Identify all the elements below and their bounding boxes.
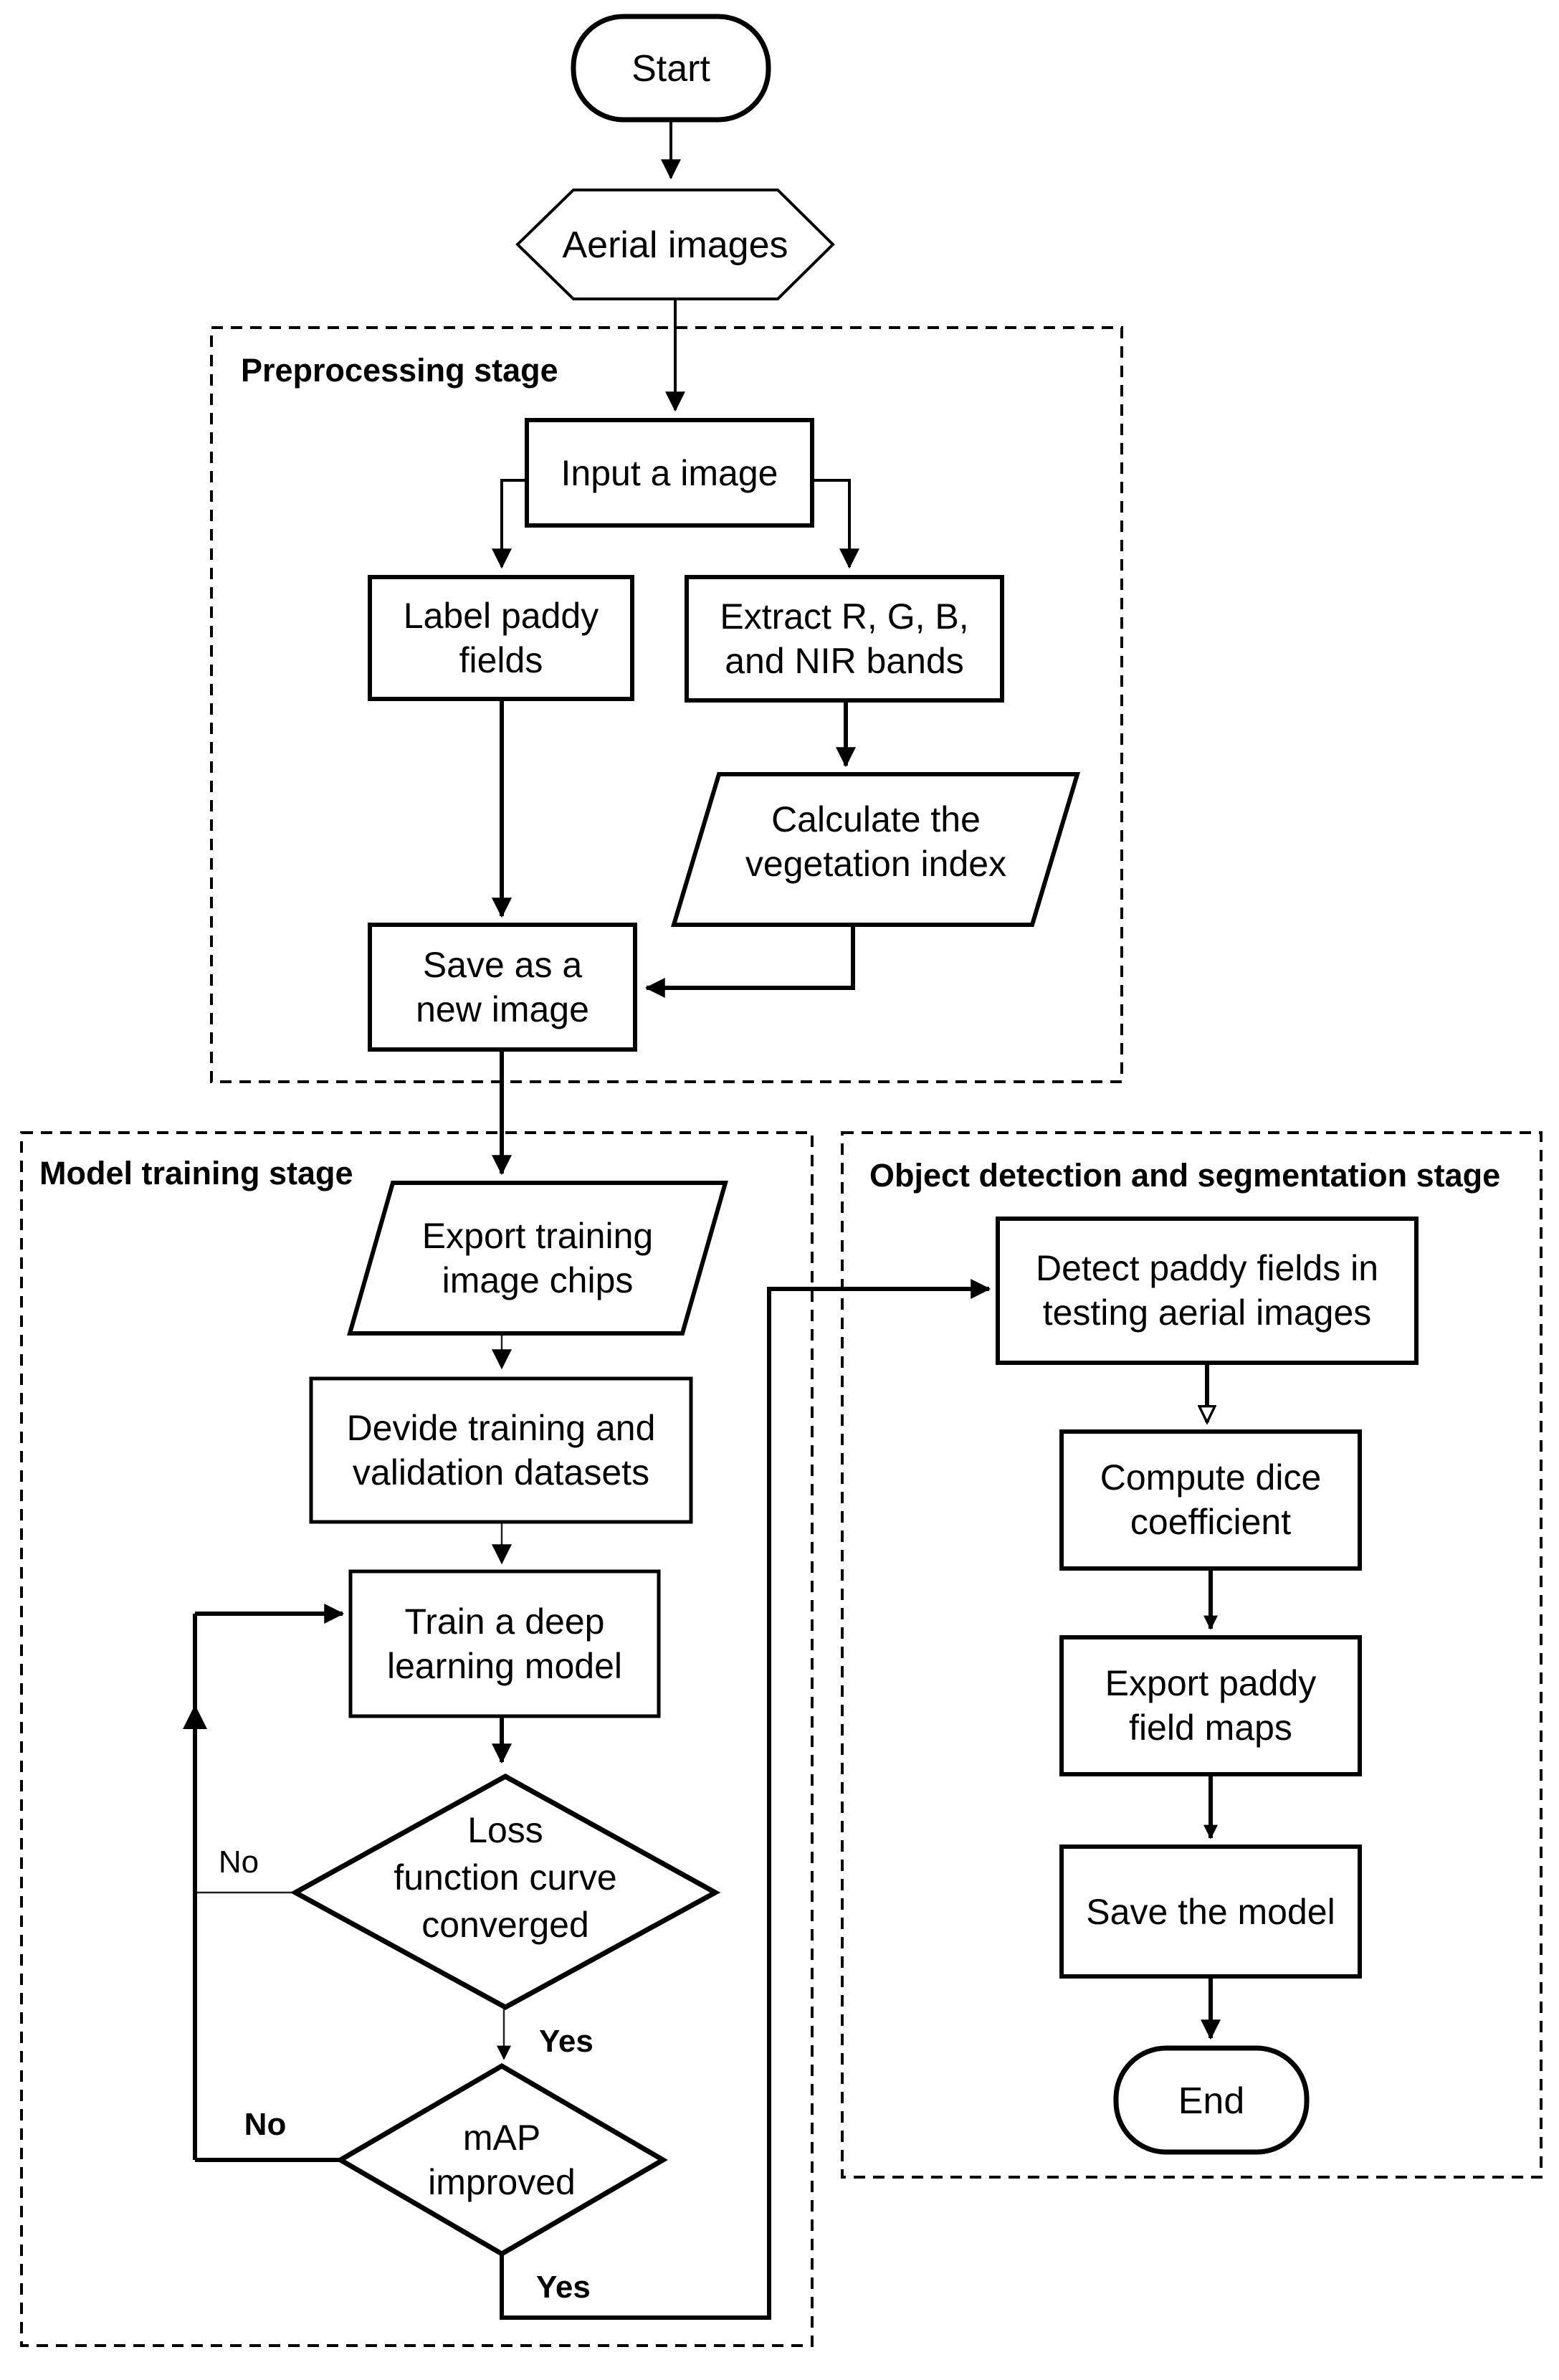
- divide-datasets-label-line-1: Devide training and: [347, 1408, 656, 1448]
- loss-converged-label-line-3: converged: [421, 1905, 589, 1945]
- node-extract-bands: Extract R, G, B, and NIR bands: [685, 575, 1004, 703]
- edge-input-to-label: [492, 479, 527, 569]
- node-start: Start: [571, 14, 771, 123]
- stage-preprocessing-label: Preprocessing stage: [241, 352, 558, 389]
- node-detect-paddy-fields: Detect paddy fields in testing aerial im…: [996, 1217, 1419, 1365]
- save-new-image-label-line-2: new image: [416, 989, 589, 1029]
- edge-label-loss-no: No: [219, 1844, 259, 1880]
- divide-datasets-box-shape: [309, 1376, 693, 1524]
- stage-model-training-label: Model training stage: [39, 1155, 353, 1191]
- edge-label-loss-yes: Yes: [539, 2024, 593, 2059]
- loss-converged-diamond-shape: [290, 1774, 721, 2010]
- node-export-field-maps: Export paddy field maps: [1059, 1635, 1362, 1776]
- node-label-paddy-fields: Label paddy fields: [368, 575, 634, 701]
- node-aerial-images: Aerial images: [515, 189, 835, 300]
- export-field-maps-label-line-2: field maps: [1129, 1708, 1292, 1748]
- detect-paddy-fields-label-line-2: testing aerial images: [1043, 1293, 1372, 1333]
- label-paddy-fields-box-shape: [368, 575, 634, 701]
- train-model-label-line-1: Train a deep: [405, 1601, 605, 1642]
- node-map-improved: mAP improved: [335, 2062, 668, 2257]
- map-improved-label-line-2: improved: [428, 2162, 576, 2202]
- start-terminator-shape: [571, 14, 771, 123]
- aerial-images-label: Aerial images: [562, 224, 788, 266]
- stage-preprocessing: Preprocessing stage: [210, 326, 1123, 1083]
- node-train-model: Train a deep learning model: [348, 1569, 661, 1718]
- map-improved-diamond-shape: [335, 2062, 668, 2257]
- end-terminator-shape: [1113, 2045, 1310, 2155]
- extract-bands-box-shape: [685, 575, 1004, 703]
- loss-converged-label-line-1: Loss: [467, 1810, 543, 1850]
- node-export-image-chips: Export training image chips: [347, 1181, 728, 1336]
- node-loss-converged: Loss function curve converged: [290, 1774, 721, 2010]
- export-image-chips-label-line-2: image chips: [442, 1260, 634, 1300]
- calc-vegetation-index-label-line-1: Calculate the: [771, 799, 981, 839]
- stage-object-detection: Object detection and segmentation stage: [841, 1131, 1543, 2179]
- aerial-images-hexagon-shape: [515, 189, 835, 300]
- save-new-image-box-shape: [368, 923, 637, 1052]
- compute-dice-label-line-1: Compute dice: [1100, 1457, 1322, 1498]
- input-image-label: Input a image: [561, 453, 778, 493]
- node-save-new-image: Save as a new image: [368, 923, 637, 1052]
- end-label: End: [1178, 2080, 1245, 2122]
- label-paddy-fields-label-line-1: Label paddy: [404, 596, 599, 636]
- node-compute-dice: Compute dice coefficient: [1059, 1429, 1362, 1571]
- calc-vegetation-index-parallelogram-shape: [670, 772, 1081, 927]
- node-calc-vegetation-index: Calculate the vegetation index: [670, 772, 1081, 927]
- node-end: End: [1113, 2045, 1310, 2155]
- export-image-chips-label-line-1: Export training: [422, 1216, 653, 1256]
- stage-object-detection-frame: [841, 1131, 1543, 2179]
- start-label: Start: [631, 48, 710, 90]
- save-new-image-label-line-1: Save as a: [423, 945, 583, 985]
- detect-paddy-fields-box-shape: [996, 1217, 1419, 1365]
- stage-preprocessing-frame: [210, 326, 1123, 1083]
- save-model-label: Save the model: [1086, 1892, 1335, 1932]
- node-save-model: Save the model: [1059, 1844, 1362, 1979]
- edge-label-map-yes: Yes: [536, 2270, 591, 2305]
- loss-converged-label-line-2: function curve: [394, 1857, 616, 1898]
- map-improved-label-line-1: mAP: [463, 2118, 540, 2158]
- stage-model-training: Model training stage: [20, 1131, 814, 2347]
- stage-model-training-frame: [20, 1131, 814, 2347]
- export-field-maps-box-shape: [1059, 1635, 1362, 1776]
- calc-vegetation-index-label-line-2: vegetation index: [745, 844, 1006, 884]
- edge-map-yes: [500, 1279, 991, 2320]
- compute-dice-label-line-2: coefficient: [1130, 1502, 1291, 1542]
- extract-bands-label-line-1: Extract R, G, B,: [720, 596, 968, 637]
- detect-paddy-fields-label-line-1: Detect paddy fields in: [1036, 1248, 1378, 1288]
- label-paddy-fields-label-line-2: fields: [459, 640, 543, 680]
- edge-calc-to-save: [644, 925, 855, 998]
- export-image-chips-parallelogram-shape: [347, 1181, 728, 1336]
- train-model-label-line-2: learning model: [387, 1646, 622, 1686]
- train-model-box-shape: [348, 1569, 661, 1718]
- node-input-image: Input a image: [525, 418, 814, 528]
- stage-object-detection-label: Object detection and segmentation stage: [869, 1157, 1500, 1194]
- edge-label-map-no: No: [244, 2107, 287, 2142]
- export-field-maps-label-line-1: Export paddy: [1105, 1663, 1317, 1703]
- compute-dice-box-shape: [1059, 1429, 1362, 1571]
- loop-up-arrowhead: [183, 1705, 207, 1729]
- input-image-box-shape: [525, 418, 814, 528]
- edge-input-to-extract: [812, 479, 859, 569]
- save-model-box-shape: [1059, 1844, 1362, 1979]
- divide-datasets-label-line-2: validation datasets: [353, 1452, 649, 1493]
- extract-bands-label-line-2: and NIR bands: [725, 641, 964, 681]
- node-divide-datasets: Devide training and validation datasets: [309, 1376, 693, 1524]
